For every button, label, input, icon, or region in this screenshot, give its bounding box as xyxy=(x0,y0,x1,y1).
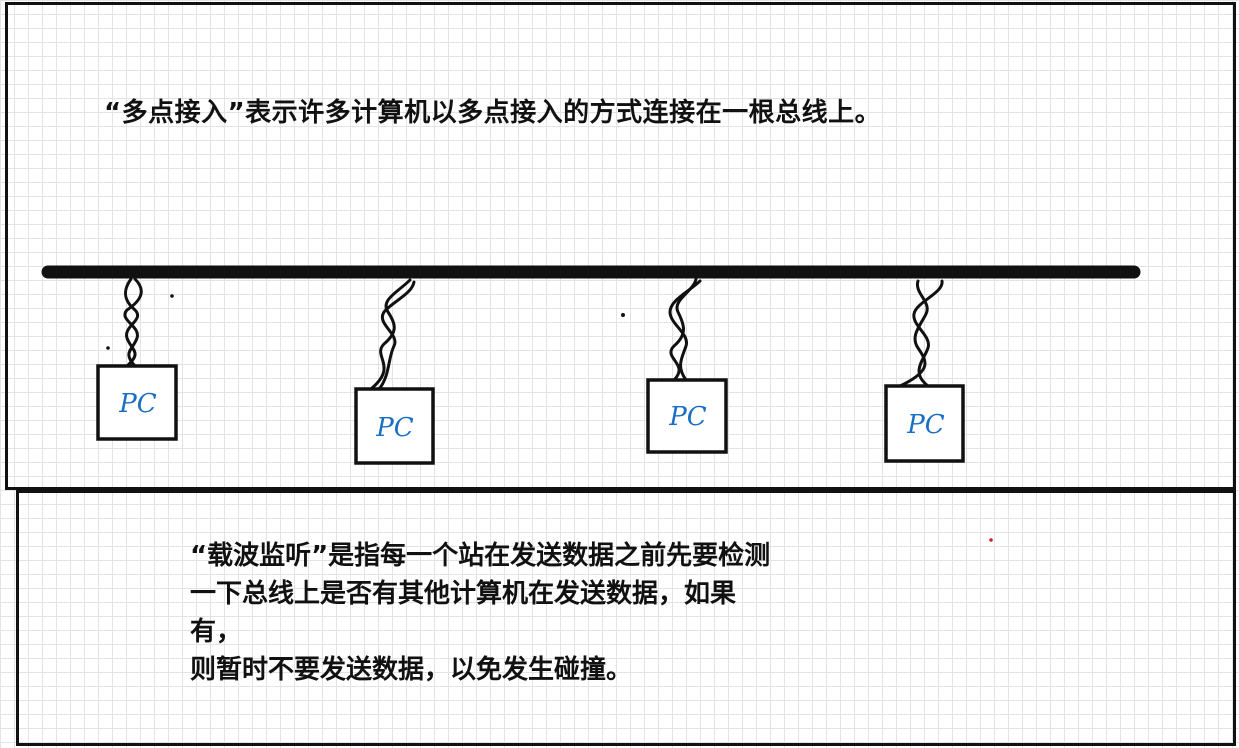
stray-dot xyxy=(989,538,993,542)
twisted-cable xyxy=(370,278,412,390)
pc-box xyxy=(884,384,965,463)
carrier-sense-caption-line: “载波监听”是指每一个站在发送数据之前先要检测 xyxy=(190,541,771,571)
twisted-cable xyxy=(378,280,416,390)
pc-node: PC xyxy=(884,279,965,463)
stray-dot xyxy=(621,313,625,317)
multiple-access-caption: “多点接入”表示许多计算机以多点接入的方式连接在一根总线上。 xyxy=(104,98,882,128)
stray-dot xyxy=(170,294,174,298)
pc-label: PC xyxy=(668,402,706,432)
pc-box xyxy=(646,378,728,454)
pc-label: PC xyxy=(906,410,944,440)
twisted-cable xyxy=(668,279,702,382)
carrier-sense-caption: “载波监听”是指每一个站在发送数据之前先要检测 一下总线上是否有其他计算机在发送… xyxy=(190,537,950,689)
carrier-sense-caption-line: 一下总线上是否有其他计算机在发送数据，如果 xyxy=(190,579,737,609)
twisted-cable xyxy=(123,277,143,368)
pc-box xyxy=(354,387,435,465)
pc-node: PC xyxy=(354,278,435,465)
twisted-cable xyxy=(124,277,139,368)
pc-node: PC xyxy=(646,277,728,454)
pc-node: PC xyxy=(96,277,178,441)
carrier-sense-caption-line: 有， xyxy=(190,617,243,647)
pc-label: PC xyxy=(118,389,156,419)
twisted-cable xyxy=(669,277,698,382)
stray-dot xyxy=(106,346,110,350)
pc-label: PC xyxy=(375,413,413,443)
twisted-cable xyxy=(912,279,944,388)
carrier-sense-panel xyxy=(16,490,1236,746)
carrier-sense-caption-line: 则暂时不要发送数据，以免发生碰撞。 xyxy=(190,655,633,685)
bus-diagram-panel xyxy=(5,2,1236,490)
pc-box xyxy=(96,364,178,441)
twisted-cable xyxy=(898,279,929,388)
